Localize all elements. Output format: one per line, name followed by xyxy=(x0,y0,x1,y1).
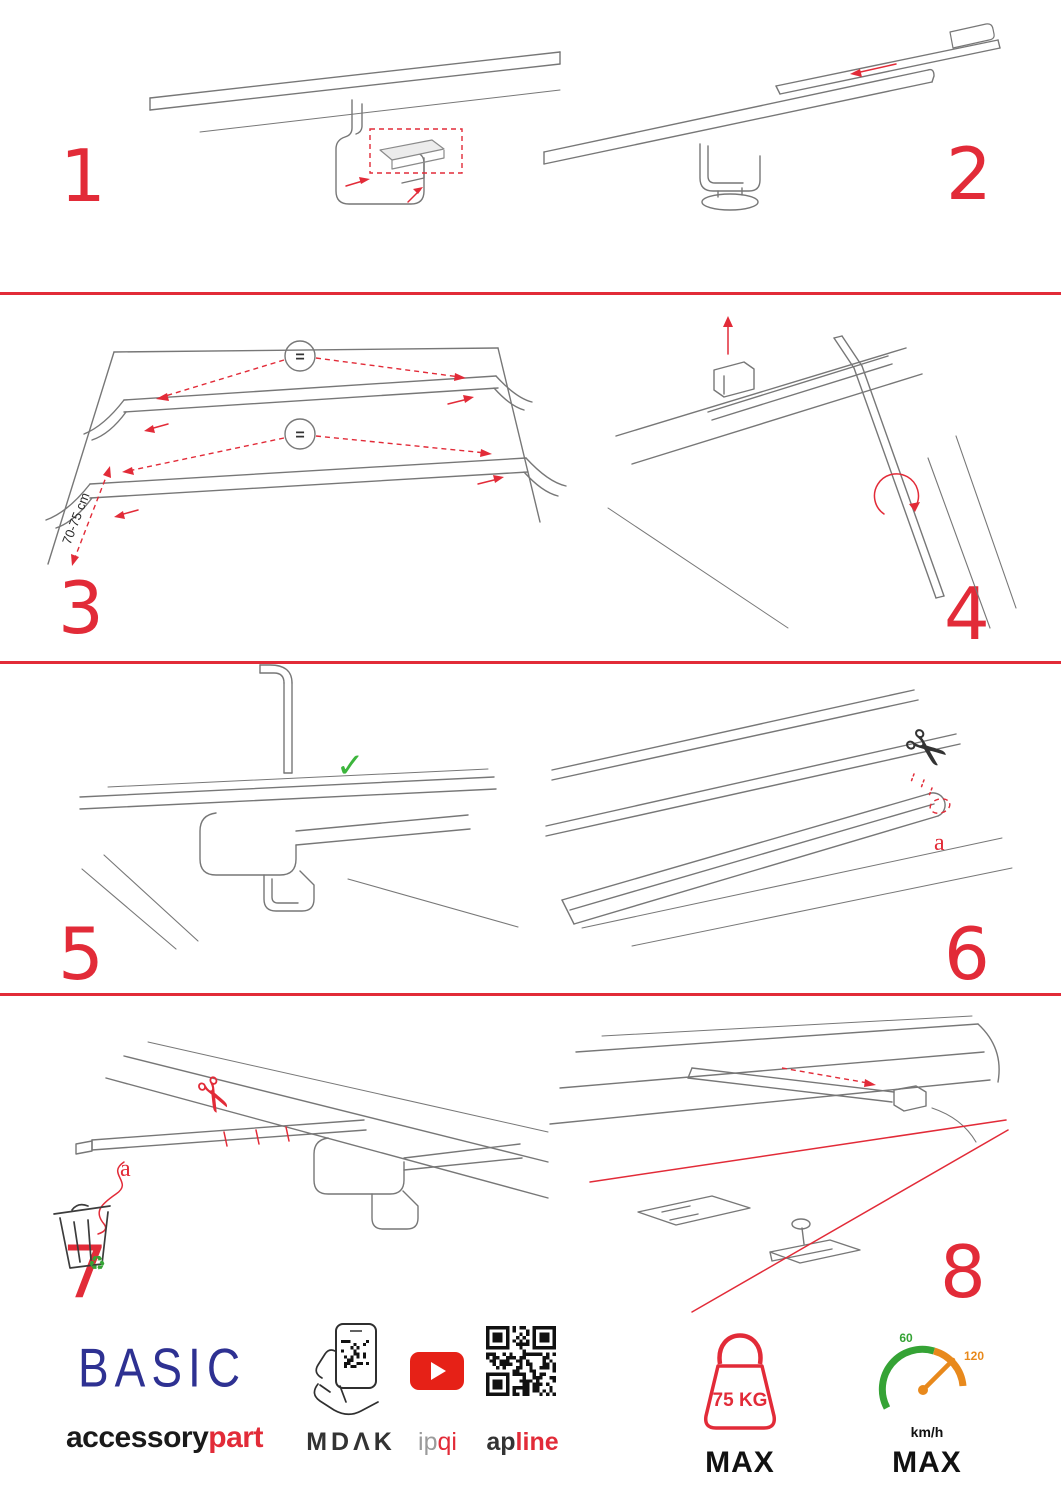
step-6-illustration: ✂ a xyxy=(545,689,1013,947)
step-2-illustration xyxy=(543,23,1001,211)
end-insert-highlight xyxy=(929,798,951,814)
scissors-icon: ✂ xyxy=(890,713,961,787)
roof-rail-sketch xyxy=(149,51,561,205)
red-arrow xyxy=(850,63,897,77)
brand-sub-black: accessory xyxy=(66,1421,209,1454)
rubber-strip-sketch xyxy=(75,1119,367,1155)
scissors-icon: ✂ xyxy=(180,1066,246,1125)
red-arrow xyxy=(345,177,423,203)
cut-label: a xyxy=(120,1156,131,1182)
red-arrow-up xyxy=(723,316,733,355)
rotation-arrow xyxy=(873,473,920,515)
fitting-parts-sketch xyxy=(637,1195,861,1264)
recycle-icon: ♻ xyxy=(88,1251,106,1275)
weight-value: 75 KG xyxy=(713,1390,768,1411)
speed-high-tick: 120 xyxy=(964,1349,984,1363)
allen-key xyxy=(833,335,945,599)
roof-bars-sketch xyxy=(45,375,567,529)
step-5-number: 5 xyxy=(58,912,104,996)
phone-scan-icon xyxy=(313,1323,379,1416)
step-4-illustration xyxy=(607,316,1017,629)
highlight-dashed-box xyxy=(369,128,463,174)
brand-sub-red: part xyxy=(208,1421,263,1454)
door-frame-sketch xyxy=(79,768,519,950)
clamp-sketch xyxy=(199,812,471,912)
svg-text:=: = xyxy=(295,349,304,366)
rubber-pad-sketch xyxy=(379,139,445,170)
clamp-sketch xyxy=(313,1137,523,1230)
youtube-icon xyxy=(410,1352,464,1390)
crossbar-sketch xyxy=(543,23,1001,211)
cut-label: a xyxy=(934,830,945,856)
step-3-number: 3 xyxy=(58,566,104,650)
logo-apline: apline xyxy=(486,1428,559,1456)
section-divider xyxy=(0,292,1061,295)
step-2-number: 2 xyxy=(946,132,992,216)
step-6-number: 6 xyxy=(944,912,990,996)
speed-unit-label: km/h xyxy=(910,1424,944,1440)
callout-lines xyxy=(589,1119,1009,1313)
allen-key xyxy=(259,664,293,774)
roof-edge-sketch xyxy=(607,347,1017,629)
svg-text:70-75 cm: 70-75 cm xyxy=(59,490,92,546)
hand-sketch xyxy=(313,1349,379,1416)
logo-mdak: MDΛK xyxy=(306,1428,396,1456)
speedometer-needle xyxy=(920,1357,956,1393)
equal-spacing-badge: = = xyxy=(284,340,316,450)
step-7-illustration: ✂ a ♻ xyxy=(53,1041,549,1275)
step-3-illustration: = = 70-75 cm xyxy=(45,340,567,566)
clamp-sketch xyxy=(713,361,755,398)
bar-distance-dimension: 70-75 cm xyxy=(59,466,111,566)
speed-limit-icon: 60 120 xyxy=(878,1331,984,1410)
step-8-illustration xyxy=(549,1015,1009,1313)
section-divider xyxy=(0,661,1061,664)
phone-qr-code xyxy=(341,1340,369,1368)
weight-limit-icon: 75 KG xyxy=(703,1333,777,1430)
speed-max-label: MAX xyxy=(892,1446,962,1479)
speed-low-tick: 60 xyxy=(899,1331,913,1345)
red-dashed-arrow xyxy=(781,1067,876,1087)
step-4-number: 4 xyxy=(944,572,990,656)
cut-marks xyxy=(910,773,933,797)
brand-basic-wordmark: BASIC xyxy=(78,1337,247,1399)
flush-bar-sketch xyxy=(687,1067,927,1112)
qr-code xyxy=(486,1326,556,1396)
svg-text:=: = xyxy=(295,427,304,444)
step-1-illustration xyxy=(149,51,561,205)
step-7-number: 7 xyxy=(62,1230,108,1314)
crossbar-sketch xyxy=(561,792,946,925)
check-icon: ✓ xyxy=(336,746,365,786)
step-1-number: 1 xyxy=(60,134,106,218)
roof-sketch xyxy=(549,1015,1000,1143)
logo-ipqi: ipqi xyxy=(418,1428,457,1456)
step-5-illustration: ✓ xyxy=(79,664,519,950)
vehicle-roof-sketch xyxy=(47,347,541,565)
cut-tick-marks xyxy=(223,1126,290,1147)
roof-underside-sketch xyxy=(105,1041,549,1199)
brand-accessorypart-wordmark: accessorypart xyxy=(66,1421,263,1455)
trash-bin-icon xyxy=(53,1203,111,1269)
weight-max-label: MAX xyxy=(705,1446,775,1479)
roof-rails-sketch xyxy=(545,689,1013,947)
measurement-leaders xyxy=(114,357,504,519)
youtube-play-icon xyxy=(431,1362,446,1380)
section-divider xyxy=(0,993,1061,996)
step-8-number: 8 xyxy=(940,1230,986,1314)
